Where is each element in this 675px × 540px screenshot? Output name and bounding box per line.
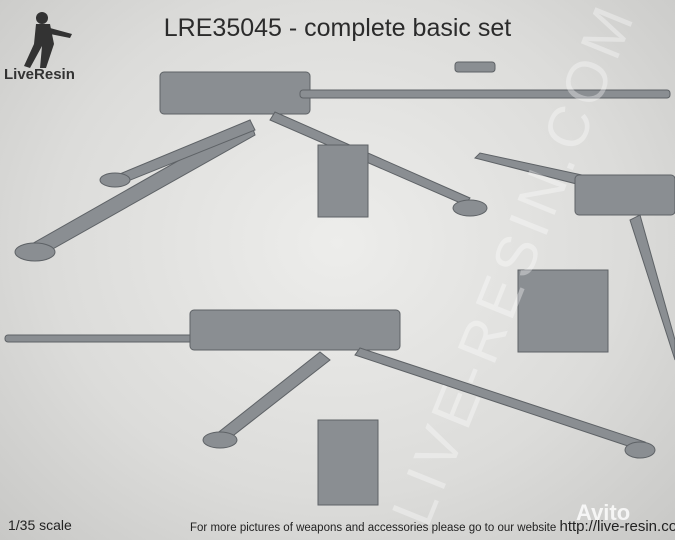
- footer-info: For more pictures of weapons and accesso…: [190, 518, 675, 535]
- machine-gun-top: [14, 61, 671, 262]
- scale-label: 1/35 scale: [8, 517, 72, 533]
- logo-text: LiveResin: [4, 66, 75, 83]
- avito-watermark: Avito: [576, 500, 631, 525]
- footer-info-text: For more pictures of weapons and accesso…: [190, 522, 557, 534]
- machine-gun-bottom: [4, 309, 656, 506]
- website-link[interactable]: http://live-resin.com/: [559, 518, 675, 535]
- page-title: LRE35045 - complete basic set: [163, 14, 512, 42]
- machine-gun-right: [474, 152, 675, 361]
- liveresin-logo-icon: [24, 12, 72, 68]
